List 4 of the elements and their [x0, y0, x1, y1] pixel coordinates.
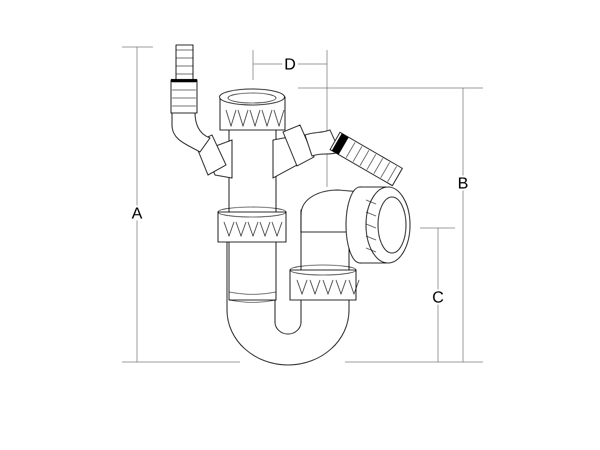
dimension-label: D: [282, 56, 298, 72]
dimension-label: A: [130, 206, 144, 220]
dimension-label: C: [430, 289, 446, 305]
dimension-label: B: [456, 176, 470, 190]
